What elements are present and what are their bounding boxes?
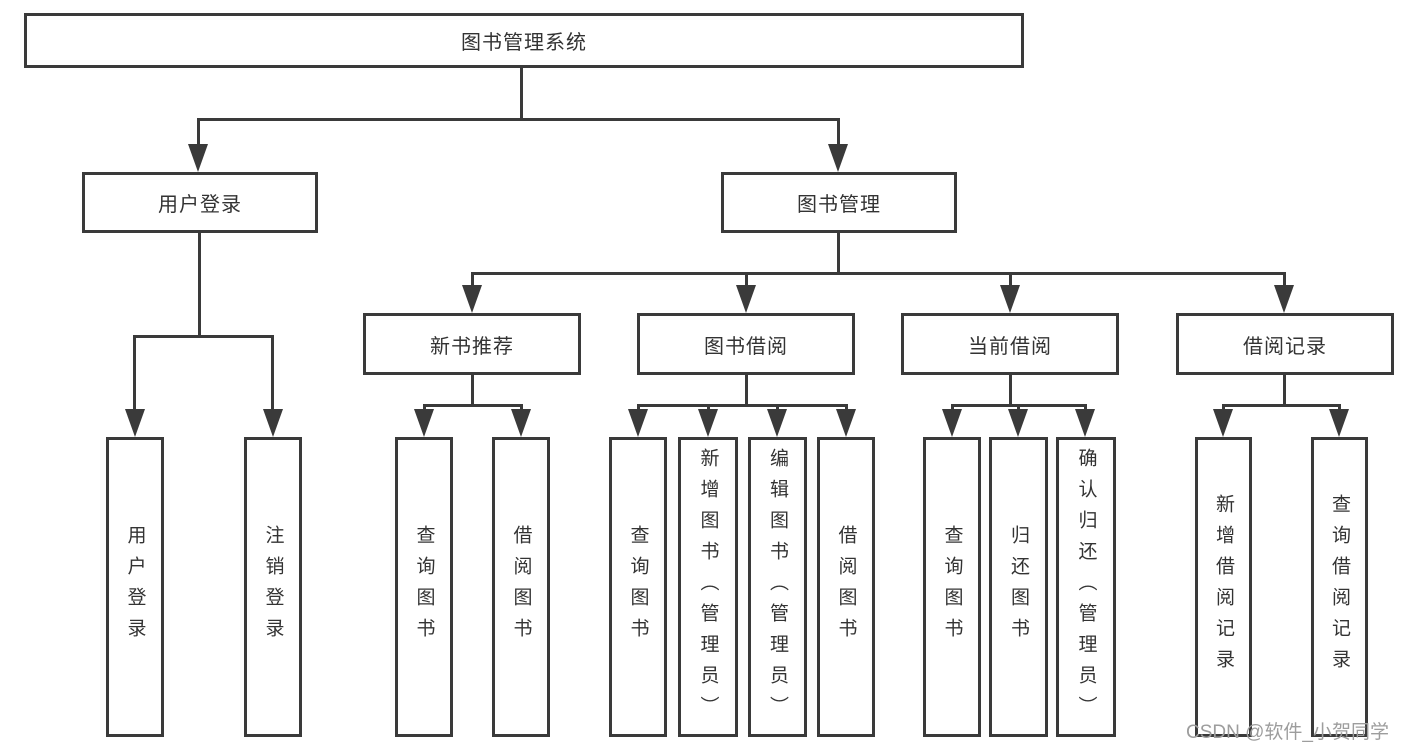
node-current-borrowing: 当前借阅 <box>901 313 1119 375</box>
connector-line <box>745 272 748 286</box>
arrow-down-icon <box>1075 409 1095 437</box>
connector-line <box>837 233 840 272</box>
arrow-down-icon <box>942 409 962 437</box>
arrow-down-icon <box>828 144 848 172</box>
leaf-borrow-books-recommend: 借阅图书 <box>492 437 550 737</box>
connector-line <box>845 404 848 412</box>
leaf-confirm-return-admin: 确认归还（管理员） <box>1056 437 1116 737</box>
connector-line <box>133 335 274 338</box>
connector-line <box>707 404 710 412</box>
csdn-watermark: CSDN @软件_小贺同学 <box>1186 722 1389 743</box>
connector-line <box>1009 272 1012 286</box>
connector-line <box>1222 404 1340 407</box>
node-library-management-system: 图书管理系统 <box>24 13 1024 68</box>
connector-line <box>1222 404 1225 412</box>
connector-line <box>1084 404 1087 412</box>
leaf-logout: 注销登录 <box>244 437 302 737</box>
node-new-book-recommendation: 新书推荐 <box>363 313 581 375</box>
connector-line <box>1017 404 1020 412</box>
arrow-down-icon <box>1213 409 1233 437</box>
arrow-down-icon <box>628 409 648 437</box>
connector-line <box>776 404 779 412</box>
connector-line <box>637 404 847 407</box>
connector-line <box>133 335 136 409</box>
leaf-user-login: 用户登录 <box>106 437 164 737</box>
connector-line <box>197 118 200 146</box>
leaf-query-books-borrowing: 查询图书 <box>609 437 667 737</box>
arrow-down-icon <box>1008 409 1028 437</box>
connector-line <box>520 404 523 412</box>
arrow-down-icon <box>1274 285 1294 313</box>
leaf-edit-books-admin: 编辑图书（管理员） <box>748 437 807 737</box>
leaf-return-books: 归还图书 <box>989 437 1048 737</box>
arrow-down-icon <box>414 409 434 437</box>
arrow-down-icon <box>767 409 787 437</box>
connector-line <box>1283 272 1286 286</box>
arrow-down-icon <box>736 285 756 313</box>
connector-line <box>423 404 426 412</box>
leaf-borrow-books: 借阅图书 <box>817 437 875 737</box>
arrow-down-icon <box>511 409 531 437</box>
arrow-down-icon <box>125 409 145 437</box>
arrow-down-icon <box>836 409 856 437</box>
leaf-add-books-admin: 新增图书（管理员） <box>678 437 738 737</box>
leaf-query-books-current: 查询图书 <box>923 437 981 737</box>
connector-line <box>471 272 474 286</box>
connector-line <box>1338 404 1341 412</box>
connector-line <box>837 118 840 146</box>
connector-line <box>423 404 522 407</box>
connector-line <box>1283 375 1286 404</box>
connector-line <box>471 375 474 404</box>
connector-line <box>198 233 201 335</box>
connector-line <box>271 335 274 409</box>
arrow-down-icon <box>1329 409 1349 437</box>
arrow-down-icon <box>188 144 208 172</box>
connector-line <box>520 68 523 118</box>
leaf-query-books-recommend: 查询图书 <box>395 437 453 737</box>
arrow-down-icon <box>698 409 718 437</box>
node-book-management: 图书管理 <box>721 172 957 233</box>
arrow-down-icon <box>263 409 283 437</box>
connector-line <box>951 404 954 412</box>
leaf-add-borrow-record: 新增借阅记录 <box>1195 437 1252 737</box>
connector-line <box>198 118 840 121</box>
node-book-borrowing: 图书借阅 <box>637 313 855 375</box>
arrow-down-icon <box>462 285 482 313</box>
connector-line <box>745 375 748 404</box>
node-user-login: 用户登录 <box>82 172 318 233</box>
arrow-down-icon <box>1000 285 1020 313</box>
connector-line <box>637 404 640 412</box>
connector-line <box>1009 375 1012 404</box>
leaf-query-borrow-record: 查询借阅记录 <box>1311 437 1368 737</box>
connector-line <box>471 272 1286 275</box>
node-borrowing-records: 借阅记录 <box>1176 313 1394 375</box>
